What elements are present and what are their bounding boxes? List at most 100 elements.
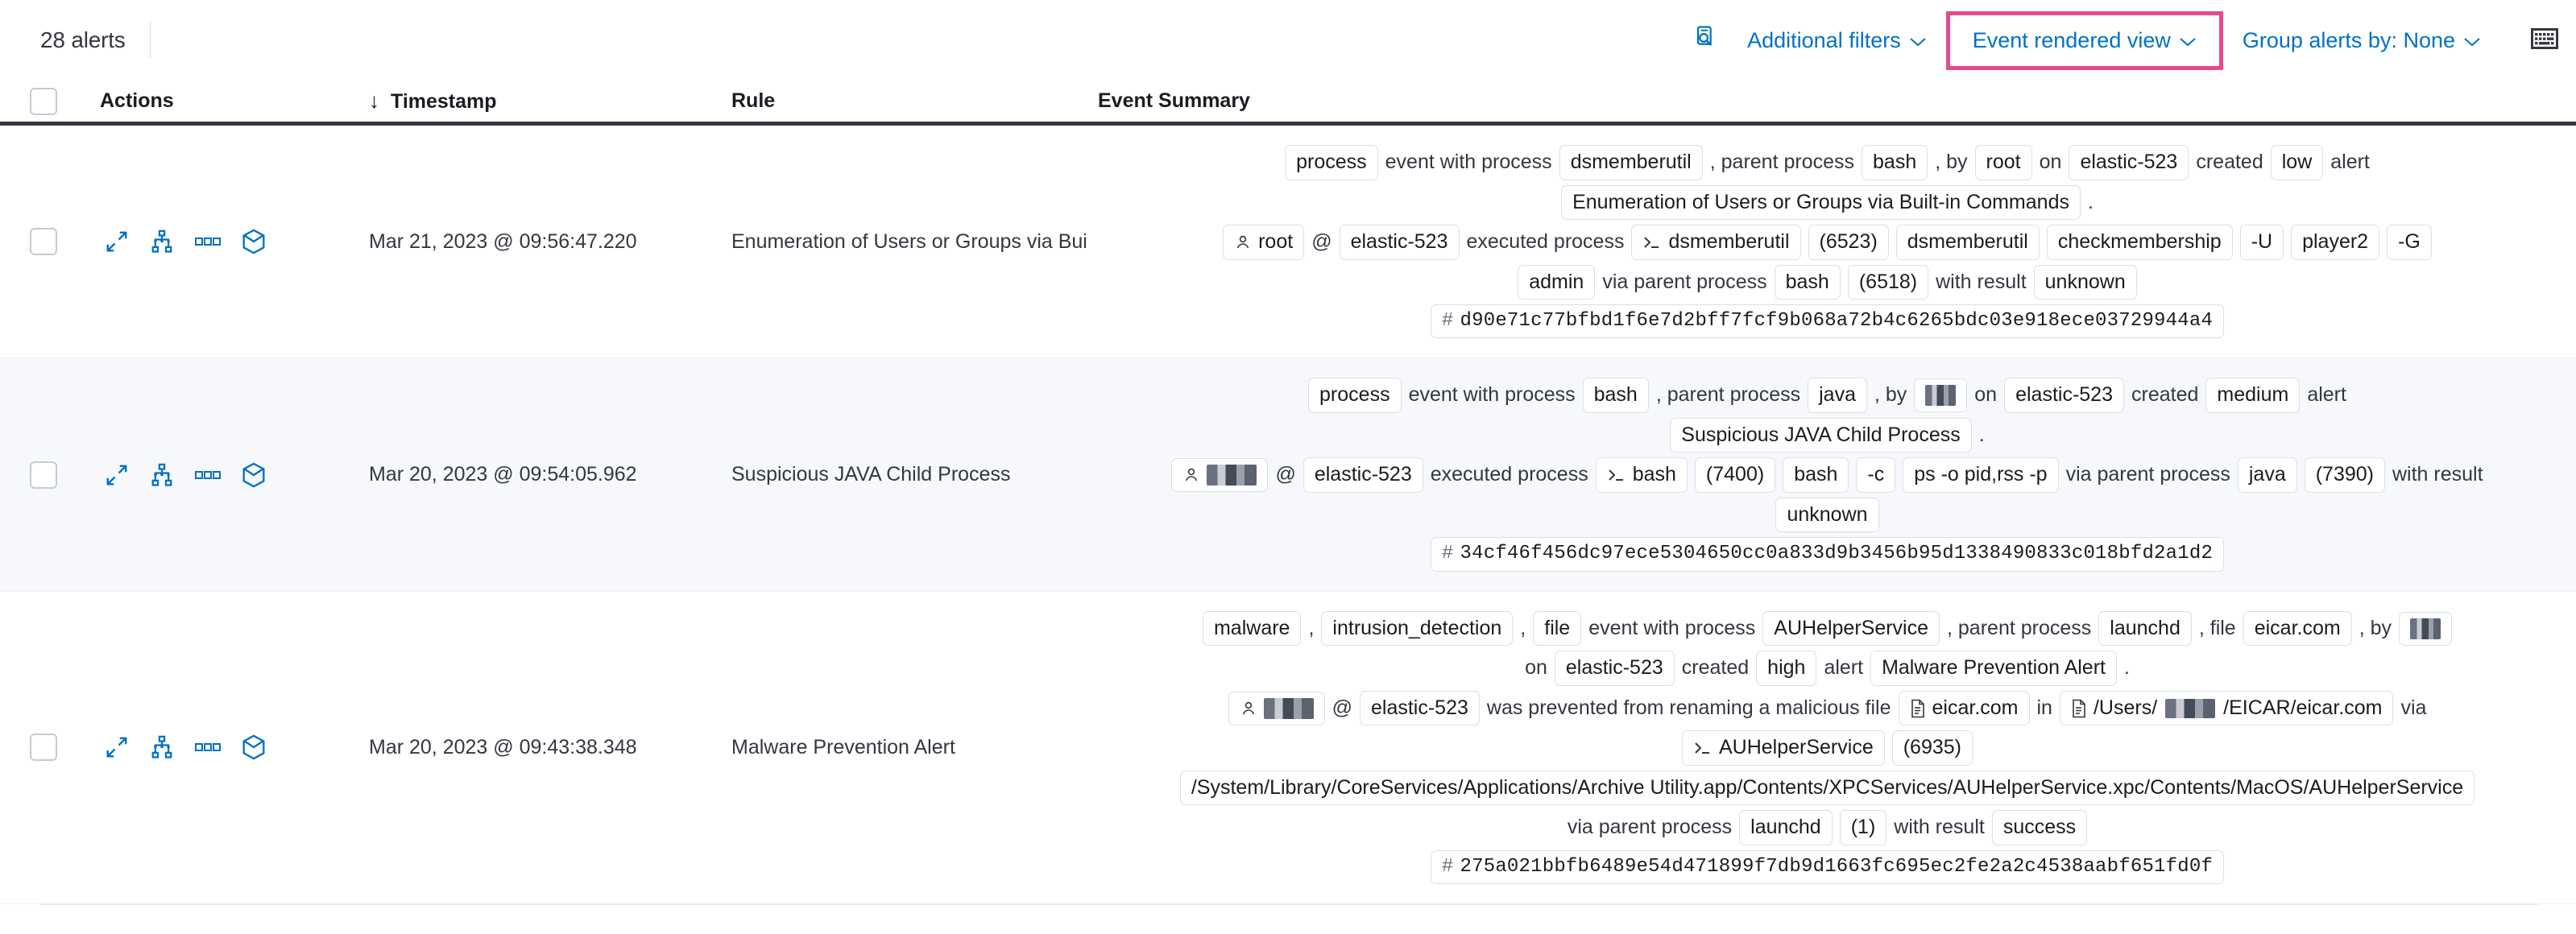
event-field-chip[interactable]: high [1756,651,1817,686]
event-text: , by [2359,616,2392,639]
event-field-chip[interactable]: checkmembership [2046,225,2233,260]
chip-label: process [1296,151,1367,173]
event-field-chip[interactable]: Enumeration of Users or Groups via Built… [1561,184,2081,220]
event-field-chip[interactable]: dsmemberutil [1895,225,2040,260]
event-field-chip[interactable]: Malware Prevention Alert [1870,651,2117,686]
event-field-chip[interactable]: AUHelperService [1762,610,1940,647]
expand-icon[interactable] [105,463,129,487]
event-field-chip[interactable]: /System/Library/CoreServices/Application… [1179,770,2475,806]
event-field-chip[interactable]: bash [1783,457,1849,493]
event-field-chip[interactable]: bash [1774,264,1841,300]
event-field-chip[interactable]: elastic-523 [1302,457,1423,493]
event-field-chip[interactable]: -G [2387,225,2432,260]
inspect-search-icon [1692,24,1720,57]
event-field-chip[interactable]: (7390) [2304,457,2385,493]
event-field-chip[interactable]: launchd [2098,610,2192,647]
expand-icon[interactable] [105,735,129,759]
event-field-chip[interactable]: player2 [2291,225,2380,260]
event-field-chip[interactable]: java [1808,378,1867,413]
event-field-chip[interactable]: intrusion_detection [1321,610,1514,647]
row-select-checkbox[interactable] [30,228,57,256]
event-field-chip[interactable]: root [1223,225,1305,260]
row-rule-name[interactable]: Enumeration of Users or Groups via Bui [731,229,1087,253]
event-field-chip[interactable]: unknown [1775,497,1879,533]
event-field-chip[interactable]: unknown [2033,264,2137,300]
chip-label: admin [1529,270,1584,293]
event-rendered-view-button[interactable]: Event rendered view [1961,28,2208,53]
chip-label: bash [1794,463,1838,486]
event-field-chip[interactable]: (6518) [1847,264,1929,300]
analyzer-icon[interactable] [150,735,174,759]
event-field-chip[interactable]: bash [1595,457,1688,493]
event-field-chip[interactable]: Suspicious JAVA Child Process [1670,417,1972,453]
session-view-icon[interactable] [242,462,266,488]
row-rule-name[interactable]: Suspicious JAVA Child Process [731,463,1011,486]
event-field-chip[interactable] [1914,378,1968,413]
event-field-chip[interactable]: success [1991,810,2088,845]
more-actions-icon[interactable] [195,236,221,247]
redacted-value [1263,697,1314,719]
row-select-checkbox[interactable] [30,461,57,489]
event-text: with result [1936,270,2027,293]
event-hash-chip[interactable]: #275a021bbfb6489e54d471899f7db9d1663fc69… [1430,849,2225,885]
event-field-chip[interactable]: dsmemberutil [1631,225,1801,260]
row-timestamp: Mar 20, 2023 @ 09:54:05.962 [369,463,637,486]
event-field-chip[interactable]: eicar.com [2243,610,2352,647]
more-actions-icon[interactable] [195,469,221,481]
chip-label: -U [2251,230,2273,253]
event-field-chip[interactable]: file [1533,610,1582,647]
event-field-chip[interactable]: java [2237,457,2297,493]
event-field-chip[interactable]: eicar.com [1898,690,2030,726]
event-field-chip[interactable]: (6935) [1891,730,1973,766]
more-actions-icon[interactable] [195,742,221,753]
redacted-value [1925,385,1957,407]
row-select-checkbox[interactable] [30,734,57,762]
select-all-checkbox[interactable] [30,87,57,115]
row-rule-name[interactable]: Malware Prevention Alert [731,735,955,758]
event-field-chip[interactable]: bash [1862,145,1928,180]
analyzer-icon[interactable] [150,229,174,254]
event-field-chip[interactable]: ps -o pid,rss -p [1903,457,2059,493]
event-field-chip[interactable]: (7400) [1694,457,1776,493]
event-field-chip[interactable]: AUHelperService [1681,730,1885,766]
session-view-icon[interactable] [242,734,266,760]
event-field-chip[interactable] [1228,691,1325,725]
event-field-chip[interactable]: process [1308,378,1402,413]
event-field-chip[interactable]: launchd [1739,810,1833,845]
event-field-chip[interactable]: malware [1202,610,1302,647]
event-hash-chip[interactable]: #34cf46f456dc97ece5304650cc0a833d9b3456b… [1430,537,2225,572]
event-field-chip[interactable]: elastic-523 [1554,651,1675,686]
session-view-icon[interactable] [242,229,266,254]
event-hash-chip[interactable]: #d90e71c77bfbd1f6e7d2bff7fcf9b068a72b4c6… [1430,304,2225,339]
event-field-chip[interactable]: /Users//EICAR/eicar.com [2059,690,2394,726]
event-field-chip[interactable]: -c [1856,457,1896,493]
inspect-button[interactable] [1679,24,1733,57]
event-field-chip[interactable]: low [2270,145,2324,180]
event-field-chip[interactable]: (1) [1839,810,1887,845]
keyboard-shortcuts-button[interactable] [2531,27,2558,53]
analyzer-icon[interactable] [150,463,174,487]
group-alerts-by-button[interactable]: Group alerts by: None [2228,28,2495,53]
header-timestamp[interactable]: ↓Timestamp [369,89,731,114]
additional-filters-button[interactable]: Additional filters [1733,28,1941,53]
event-field-chip[interactable]: -U [2239,225,2284,260]
event-field-chip[interactable]: elastic-523 [1339,225,1460,260]
event-field-chip[interactable] [2399,611,2452,646]
event-field-chip[interactable]: elastic-523 [2069,145,2189,180]
expand-icon[interactable] [105,229,129,254]
event-field-chip[interactable]: elastic-523 [2004,378,2124,413]
event-field-chip[interactable]: elastic-523 [1359,690,1480,726]
event-field-chip[interactable]: bash [1582,378,1649,413]
table-row[interactable]: Mar 20, 2023 @ 09:54:05.962 Suspicious JA… [0,358,2576,592]
event-field-chip[interactable]: dsmemberutil [1559,145,1703,180]
event-field-chip[interactable]: medium [2205,378,2301,413]
event-field-chip[interactable]: process [1285,145,1378,180]
event-field-chip[interactable]: root [1974,145,2032,180]
event-field-chip[interactable] [1171,458,1269,493]
event-field-chip[interactable]: admin [1518,264,1596,300]
event-field-chip[interactable]: (6523) [1808,225,1889,260]
